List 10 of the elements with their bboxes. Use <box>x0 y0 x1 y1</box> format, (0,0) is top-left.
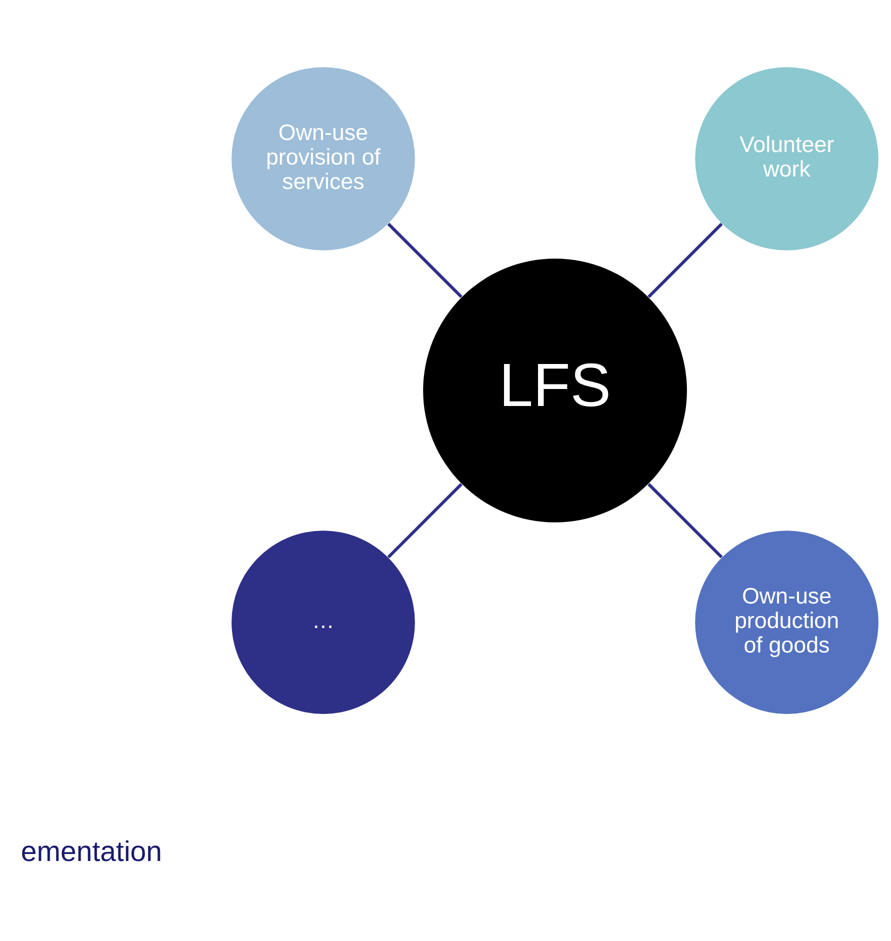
connector <box>387 483 462 558</box>
label: ementation <box>20 836 162 868</box>
connector <box>648 222 723 298</box>
connector <box>387 222 462 298</box>
node-circle: Own-use provision of services <box>232 67 415 250</box>
connector <box>648 483 723 558</box>
node-circle: LFS <box>423 258 687 522</box>
node-circle: Volunteer work <box>695 67 878 250</box>
node-circle: Own-use production of goods <box>695 530 878 714</box>
node-circle: … <box>232 530 415 714</box>
